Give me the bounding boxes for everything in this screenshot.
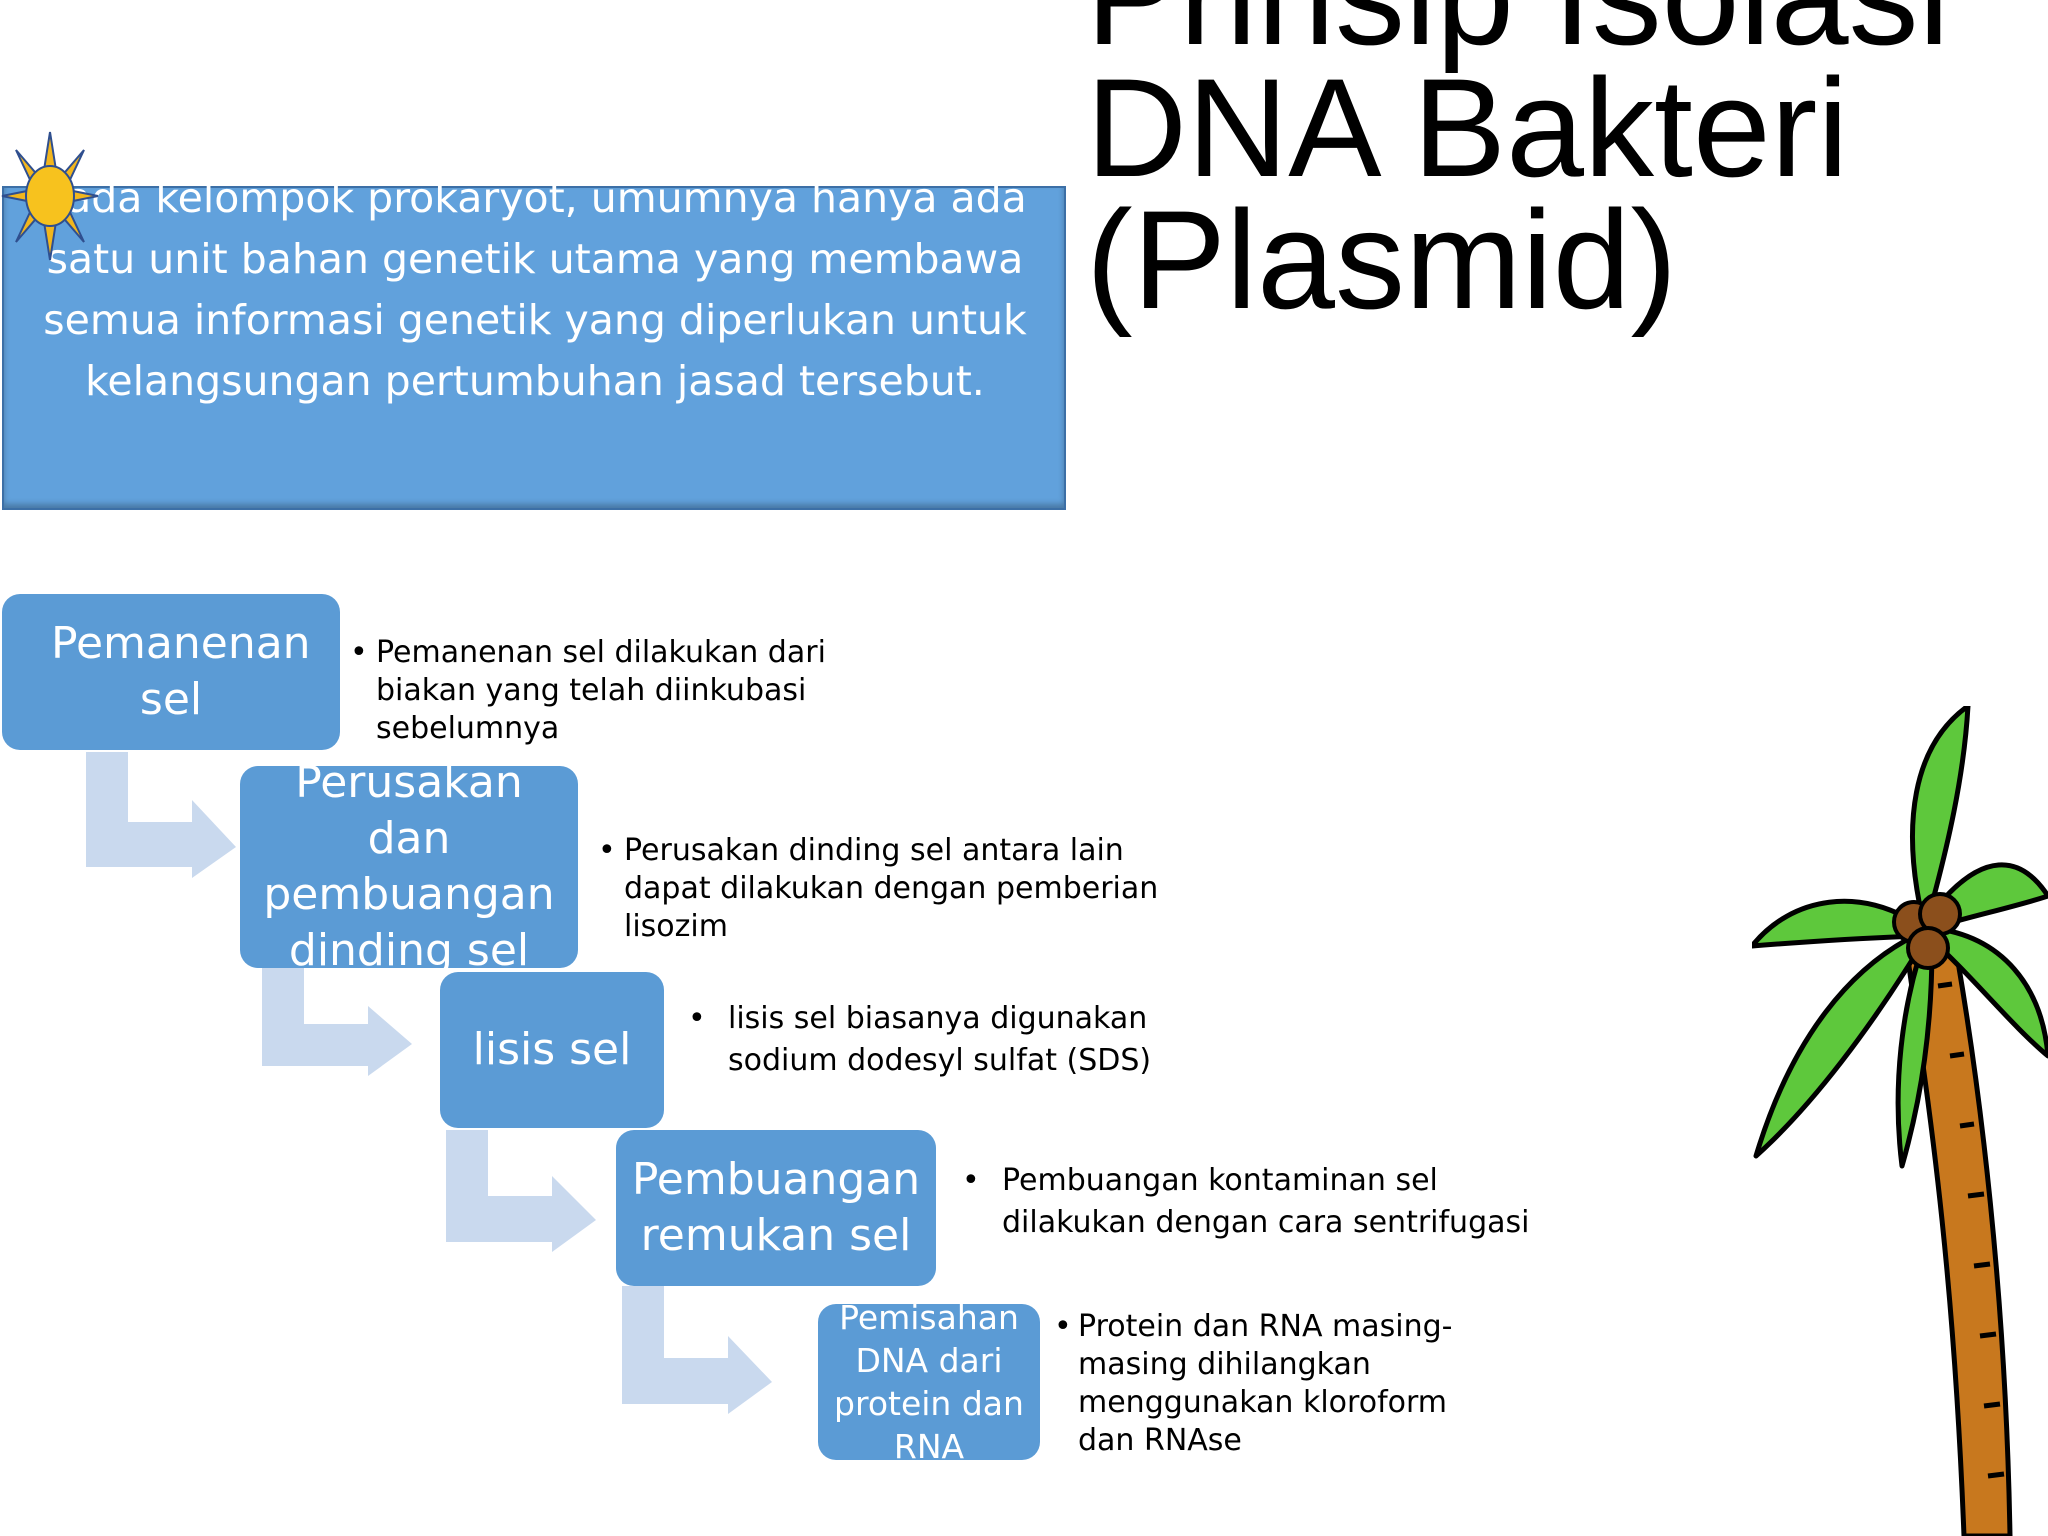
step-label-5: Pemisahan DNA dari protein dan RNA	[834, 1304, 1024, 1460]
bullet-2: • Perusakan dinding sel antara lain dapa…	[598, 832, 1218, 946]
arrow-3	[446, 1130, 596, 1252]
title-line-3: (Plasmid)	[1086, 181, 1678, 338]
step-box-3: lisis sel	[440, 972, 664, 1128]
bullet-text-4: Pembuangan kontaminan sel dilakukan deng…	[1002, 1163, 1530, 1240]
bullet-dot: •	[688, 1001, 706, 1036]
step-label-4: Pembuangan remukan sel	[631, 1154, 921, 1261]
bullet-text-1: Pemanenan sel dilakukan dari biakan yang…	[376, 635, 826, 746]
step-box-5: Pemisahan DNA dari protein dan RNA	[818, 1304, 1040, 1460]
bullet-dot: •	[1054, 1309, 1072, 1344]
title-line-2: DNA Bakteri	[1086, 49, 1849, 206]
intro-box	[2, 186, 1066, 510]
bullet-3: • lisis sel biasanya digunakan sodium do…	[688, 998, 1248, 1082]
title-line-1: Prinsip Isolasi	[1086, 0, 2046, 66]
bullet-dot: •	[350, 635, 368, 670]
step-label-2: Perusakan dan pembuangan dinding sel	[263, 766, 555, 968]
step-box-1: Pemanenan sel	[2, 594, 340, 750]
arrow-2	[262, 966, 412, 1076]
bullet-dot: •	[962, 1163, 980, 1198]
bullet-text-5: Protein dan RNA masing-masing dihilangka…	[1078, 1309, 1453, 1458]
step-box-2: Perusakan dan pembuangan dinding sel	[240, 766, 578, 968]
step-label-3: lisis sel	[472, 1024, 632, 1075]
sun-icon	[1, 131, 99, 261]
slide-title: Prinsip Isolasi DNA Bakteri (Plasmid)	[1086, 0, 2046, 338]
arrow-1	[86, 752, 236, 878]
bullet-4: • Pembuangan kontaminan sel dilakukan de…	[962, 1160, 1562, 1244]
intro-text: Pada kelompok prokaryot, umumnya hanya a…	[43, 174, 1027, 405]
step-label-1: Pemanenan sel	[51, 618, 311, 725]
bullet-1: • Pemanenan sel dilakukan dari biakan ya…	[350, 634, 910, 748]
bullet-text-3: lisis sel biasanya digunakan sodium dode…	[728, 1001, 1152, 1078]
bullet-5: • Protein dan RNA masing-masing dihilang…	[1054, 1308, 1494, 1460]
palm-tree-icon	[1752, 706, 2048, 1536]
bullet-text-2: Perusakan dinding sel antara lain dapat …	[624, 833, 1159, 944]
bullet-dot: •	[598, 833, 616, 868]
step-box-4: Pembuangan remukan sel	[616, 1130, 936, 1286]
arrow-4	[622, 1286, 772, 1414]
